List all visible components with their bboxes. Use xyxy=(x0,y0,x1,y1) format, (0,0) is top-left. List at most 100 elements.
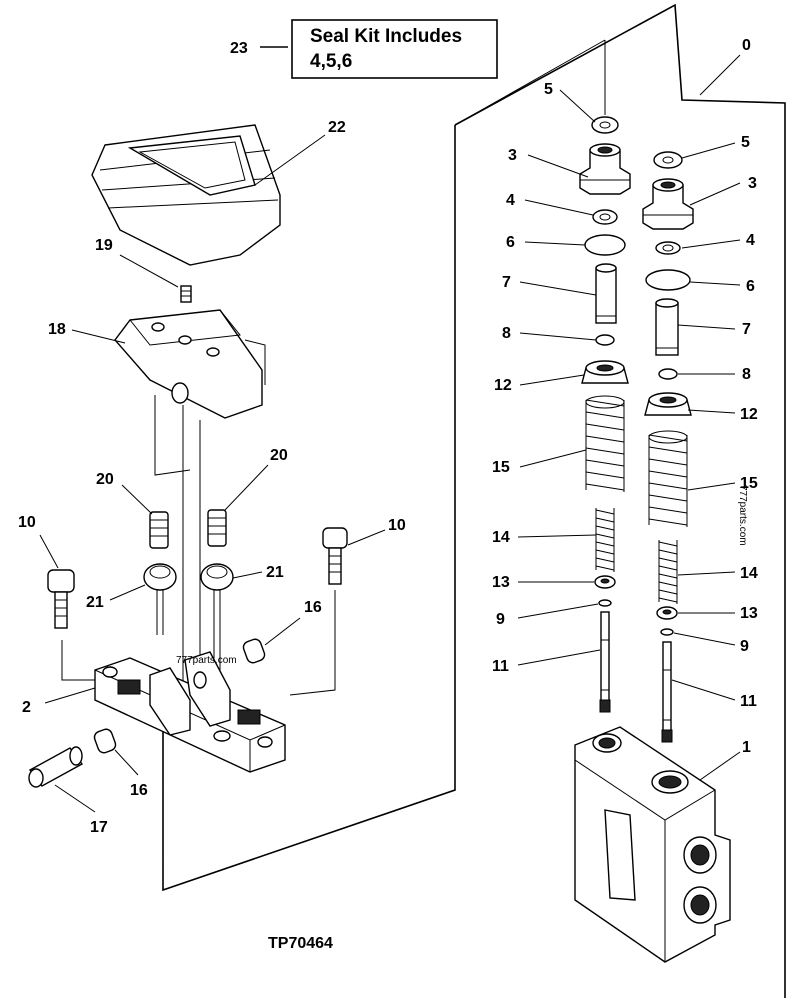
o-ring-part-6-right xyxy=(645,269,691,291)
spool-part-11-left xyxy=(599,611,611,713)
leader-4a xyxy=(524,199,594,216)
leader-16b xyxy=(114,749,139,776)
leader-10a xyxy=(39,534,59,569)
spring-part-14-left xyxy=(595,508,615,572)
callout-20-right: 20 xyxy=(270,447,288,464)
callout-6-right: 6 xyxy=(746,278,755,295)
callout-0: 0 xyxy=(742,37,751,54)
leader-10b xyxy=(347,529,386,546)
callout-17: 17 xyxy=(90,819,108,836)
grease-fitting-part-19 xyxy=(180,285,192,303)
leader-20b xyxy=(224,464,269,511)
o-ring-part-6-left xyxy=(584,234,626,256)
callout-11-left: 11 xyxy=(492,658,509,675)
leader-21b xyxy=(232,571,263,579)
callout-15-left: 15 xyxy=(492,459,510,476)
damper-part-20-right xyxy=(207,509,227,547)
leader-1 xyxy=(699,751,741,781)
leader-11b xyxy=(671,679,736,701)
spring-seat-part-12-left xyxy=(581,360,629,384)
plug-part-3-right xyxy=(642,178,694,230)
leader-9b xyxy=(673,632,736,646)
leader-12b xyxy=(687,409,736,414)
callout-14-right: 14 xyxy=(740,565,758,582)
callout-14-left: 14 xyxy=(492,529,510,546)
callout-9-left: 9 xyxy=(496,611,505,628)
spool-stack-right xyxy=(642,151,694,743)
leader-21a xyxy=(109,584,146,601)
seal-part-4-left xyxy=(592,209,618,225)
callout-6-left: 6 xyxy=(506,234,515,251)
leader-12a xyxy=(519,374,585,386)
plunger-part-7-left xyxy=(595,263,617,324)
leader-15b xyxy=(687,482,736,491)
callout-4-left: 4 xyxy=(506,192,515,209)
callout-7-left: 7 xyxy=(502,274,511,291)
callout-19: 19 xyxy=(95,237,113,254)
cap-screw-part-10-left xyxy=(47,569,75,629)
leader-8a xyxy=(519,332,597,341)
leader-22 xyxy=(254,134,326,186)
projection-18b xyxy=(154,395,191,476)
bracket-part-18 xyxy=(114,309,263,419)
leader-16a xyxy=(264,617,301,646)
seal-ring-part-5-right xyxy=(653,151,683,169)
boot-part-22 xyxy=(91,124,281,266)
spring-part-15-right xyxy=(648,430,688,527)
leader-14a xyxy=(517,534,597,538)
callout-1: 1 xyxy=(742,739,751,756)
callout-22: 22 xyxy=(328,119,346,136)
callout-5-left: 5 xyxy=(544,81,553,98)
callout-10-left: 10 xyxy=(18,514,36,531)
figure-id: TP70464 xyxy=(268,935,333,952)
pin-part-17 xyxy=(28,746,84,788)
callout-12-left: 12 xyxy=(494,377,512,394)
leader-11a xyxy=(517,649,601,666)
plunger-part-7-right xyxy=(655,298,679,356)
leader-3b xyxy=(689,182,741,206)
callout-13-left: 13 xyxy=(492,574,510,591)
spring-seat-part-12-right xyxy=(644,392,692,416)
snap-ring-part-9-left xyxy=(598,599,612,607)
leader-20a xyxy=(121,484,153,515)
seal-kit-title: Seal Kit Includes xyxy=(310,26,462,47)
projection-top xyxy=(454,39,606,126)
projection-10b xyxy=(289,590,336,696)
callout-18: 18 xyxy=(48,321,66,338)
spool-part-11-right xyxy=(661,641,673,743)
spool-stack-left xyxy=(579,116,631,713)
seal-part-4-right xyxy=(655,241,681,255)
callout-2: 2 xyxy=(22,699,31,716)
watermark-right: 777parts.com xyxy=(737,485,748,546)
damper-part-20-left xyxy=(149,511,169,549)
callout-12-right: 12 xyxy=(740,406,758,423)
leader-2 xyxy=(44,687,96,704)
callout-8-right: 8 xyxy=(742,366,751,383)
assembly-outline-lower xyxy=(162,125,456,892)
nut-part-21-left xyxy=(143,563,177,635)
leader-15a xyxy=(519,449,587,468)
leader-6a xyxy=(524,241,586,246)
leader-7b xyxy=(677,324,736,330)
leader-5b xyxy=(681,142,736,159)
leader-9a xyxy=(517,603,599,619)
leader-14b xyxy=(677,571,736,576)
dowel-pin-part-16-lower xyxy=(93,728,117,754)
leader-6b xyxy=(689,281,741,286)
leader-4b xyxy=(681,239,741,249)
seal-ring-part-5-left xyxy=(591,116,619,134)
watermark-center: 777parts.com xyxy=(176,655,237,666)
callout-4-right: 4 xyxy=(746,232,755,249)
callout-13-right: 13 xyxy=(740,605,758,622)
callout-11-right: 11 xyxy=(740,693,757,710)
callout-23: 23 xyxy=(230,40,248,57)
snap-ring-part-9-right xyxy=(660,628,674,636)
callout-3-right: 3 xyxy=(748,175,757,192)
callout-9-right: 9 xyxy=(740,638,749,655)
plug-part-3-left xyxy=(579,143,631,195)
callout-7-right: 7 xyxy=(742,321,751,338)
leader-7a xyxy=(519,281,597,296)
leader-0 xyxy=(699,54,741,96)
